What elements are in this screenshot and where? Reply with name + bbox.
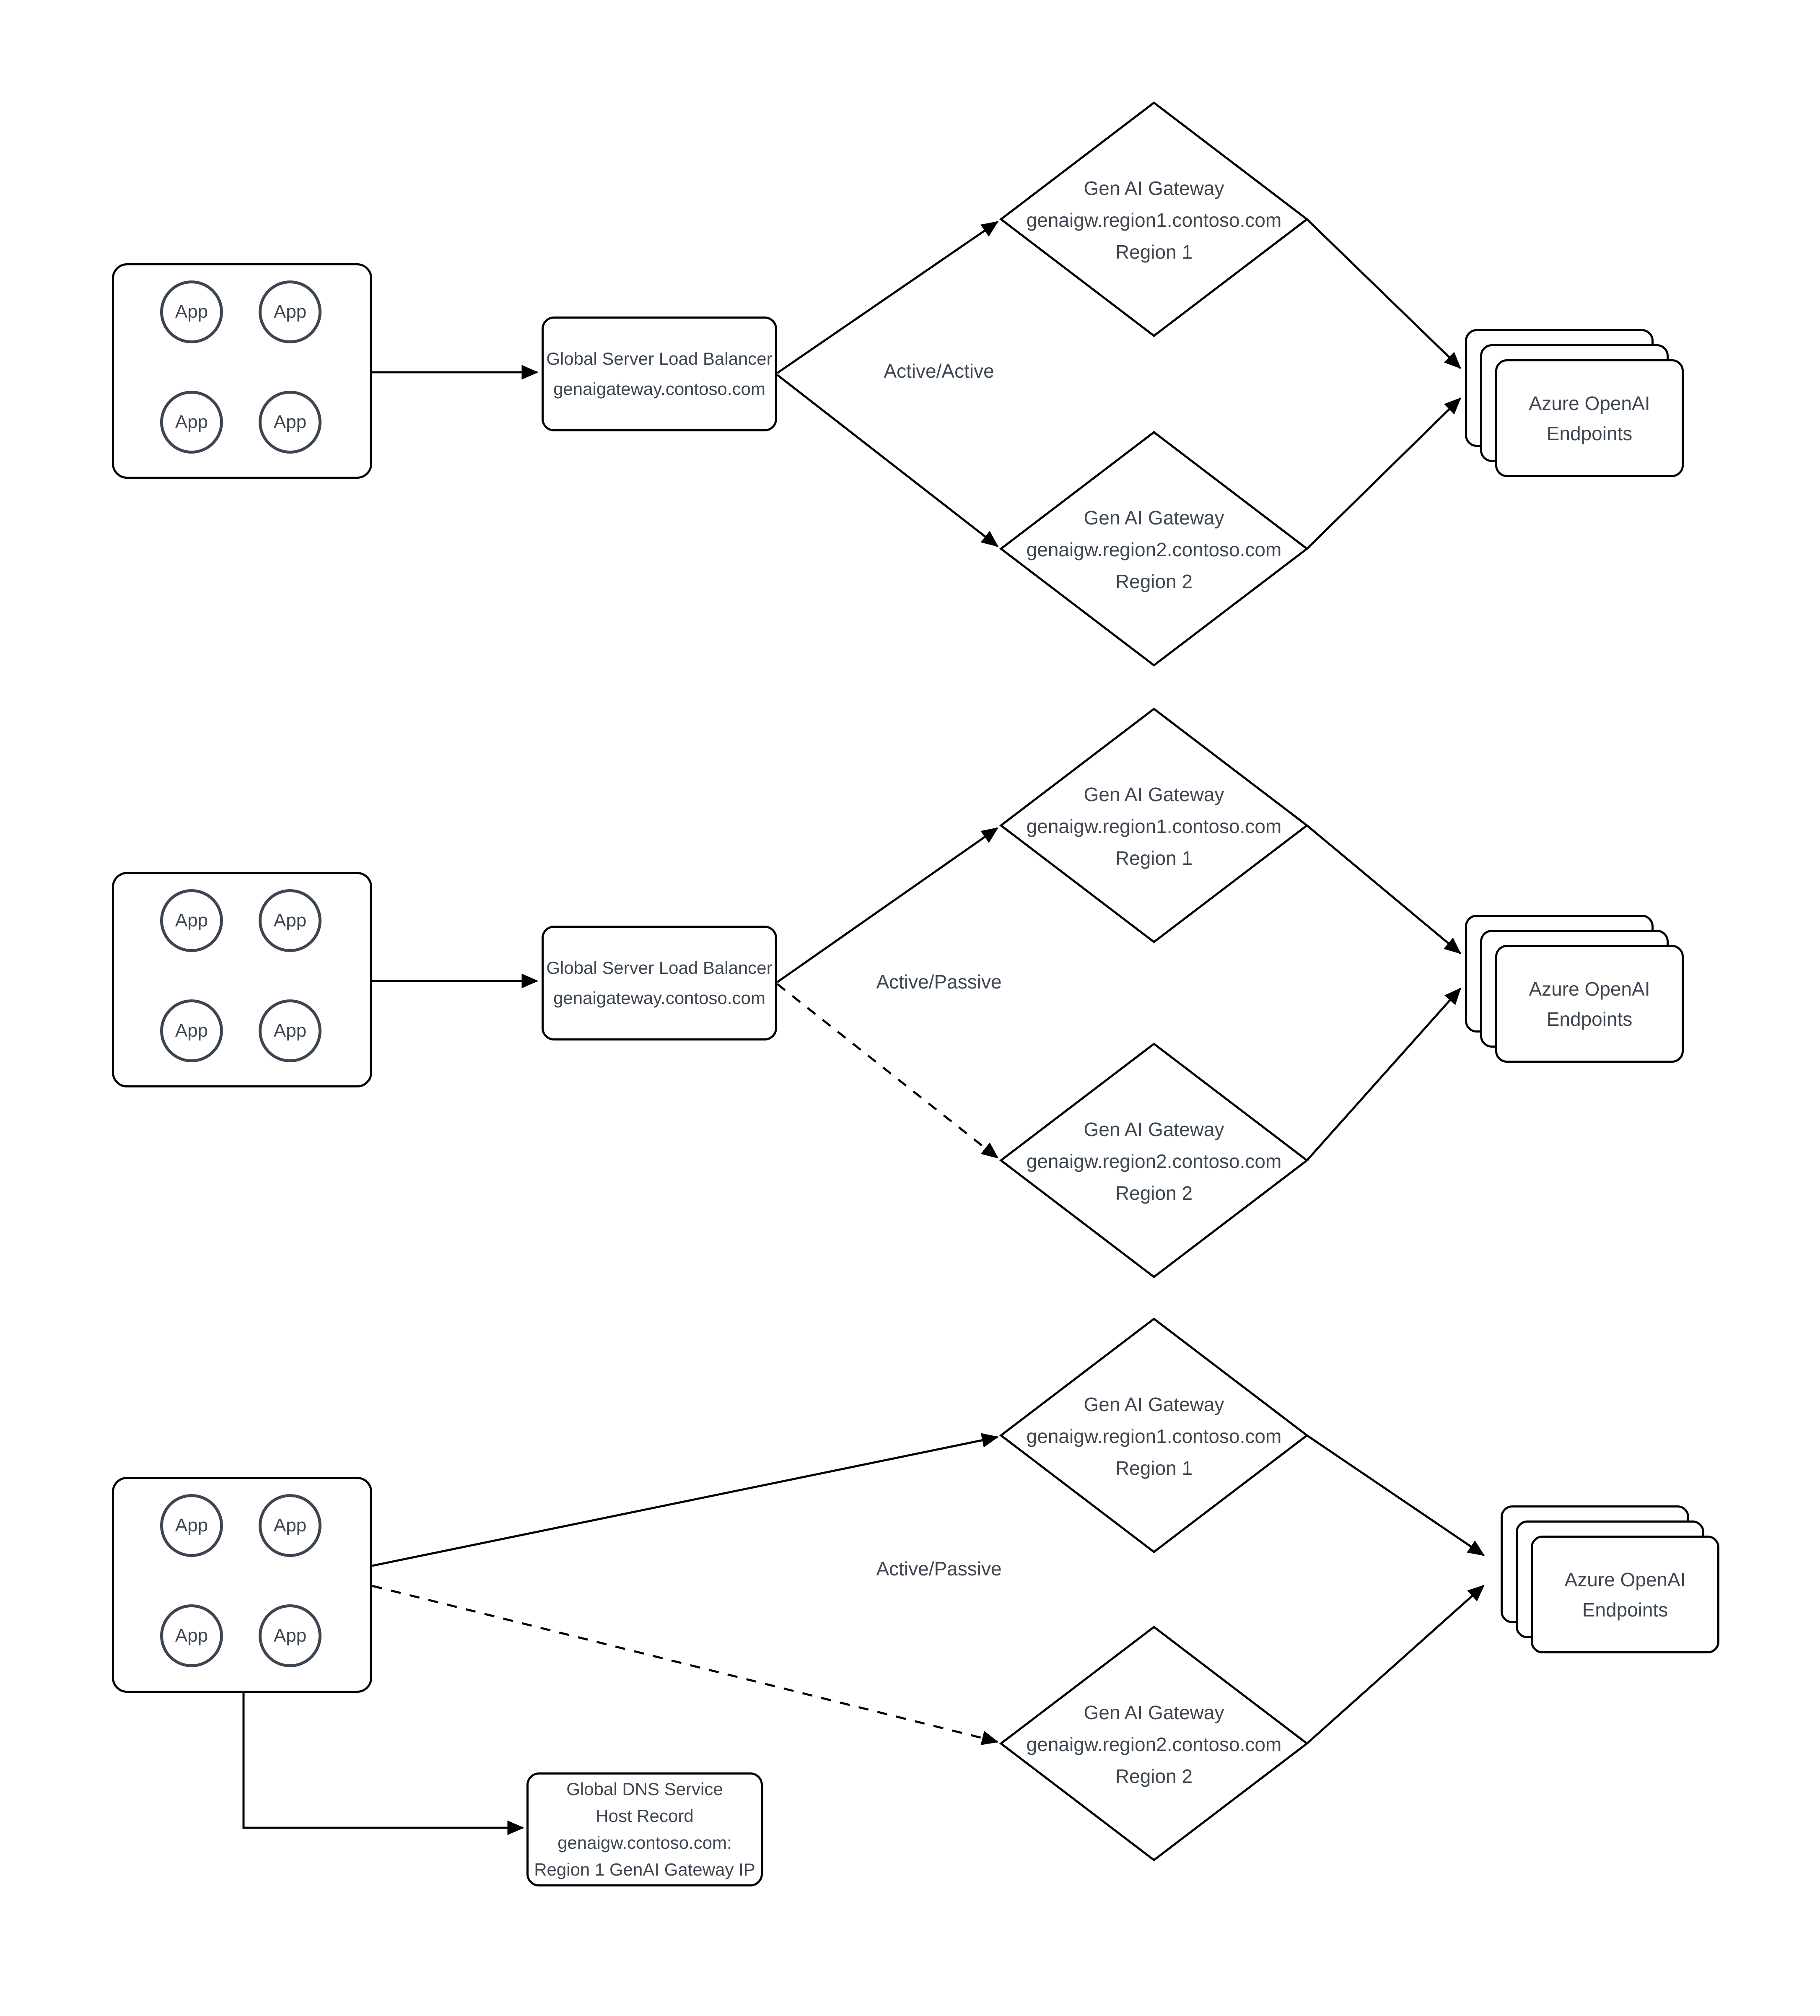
mode-label: Active/Active [884, 360, 994, 382]
dns-label-line: Global DNS Service [566, 1779, 723, 1799]
gateway-label-line: genaigw.region1.contoso.com [1026, 815, 1282, 837]
app-circle: App [259, 391, 321, 454]
region1-to-endpoints-arrow [1306, 1434, 1485, 1557]
gateway-label-line: Region 2 [1115, 1765, 1193, 1787]
region2-to-endpoints-arrow [1306, 1585, 1485, 1744]
region1-gateway-diamond [999, 707, 1309, 944]
gateway-label-line: Gen AI Gateway [1084, 1118, 1224, 1140]
app-circle: App [160, 1494, 223, 1557]
lb-label-line: Global Server Load Balancer [546, 349, 773, 368]
global-server-load-balancer-box: Global Server Load Balancer genaigateway… [542, 926, 777, 1040]
endpoints-label-line: Endpoints [1546, 422, 1633, 444]
gateway-label-line: Region 1 [1115, 847, 1193, 869]
lb-to-region1-arrow [776, 827, 999, 983]
app-label: App [273, 1515, 307, 1536]
region2-gateway-diamond [999, 431, 1309, 667]
endpoints-label-line: Endpoints [1582, 1598, 1668, 1621]
app-cluster-box: App App App App [112, 1477, 372, 1693]
endpoints-label-line: Azure OpenAI [1529, 978, 1650, 1000]
region2-gateway-label: Gen AI Gateway genaigw.region2.contoso.c… [1007, 1113, 1301, 1209]
apps-to-dns-elbow-arrow [242, 1693, 524, 1835]
app-label: App [175, 1625, 208, 1646]
app-circle: App [259, 889, 321, 952]
app-label: App [273, 1625, 307, 1646]
mode-label: Active/Passive [876, 1558, 1002, 1580]
app-circle: App [160, 999, 223, 1062]
dns-label-line: Region 1 GenAI Gateway IP [534, 1860, 755, 1879]
lb-to-region2-dashed-arrow [776, 983, 998, 1159]
apps-to-region2-dashed-arrow [372, 1585, 999, 1745]
gateway-label-line: Gen AI Gateway [1084, 507, 1224, 529]
lb-to-region2-arrow [776, 374, 998, 547]
app-cluster-box: App App App App [112, 872, 372, 1087]
region1-gateway-diamond [999, 101, 1309, 337]
gateway-label-line: Region 1 [1115, 241, 1193, 263]
region2-gateway-diamond [999, 1625, 1309, 1862]
endpoints-label-line: Azure OpenAI [1564, 1568, 1686, 1590]
app-circle: App [160, 280, 223, 343]
region1-to-endpoints-arrow [1306, 825, 1461, 954]
app-label: App [175, 910, 208, 931]
app-label: App [273, 412, 307, 432]
lb-label-line: Global Server Load Balancer [546, 958, 773, 978]
app-circle: App [160, 889, 223, 952]
app-circle: App [259, 280, 321, 343]
app-label: App [273, 910, 307, 931]
endpoints-stack: Azure OpenAI Endpoints [1465, 915, 1684, 1063]
gateway-label-line: genaigw.region1.contoso.com [1026, 209, 1282, 231]
dns-label-line: Host Record [596, 1806, 694, 1826]
gateway-label-line: Gen AI Gateway [1084, 1702, 1224, 1723]
lb-label-line: genaigateway.contoso.com [553, 379, 765, 399]
app-label: App [175, 412, 208, 432]
endpoints-card-front: Azure OpenAI Endpoints [1531, 1536, 1719, 1653]
app-label: App [273, 301, 307, 322]
region2-gateway-label: Gen AI Gateway genaigw.region2.contoso.c… [1007, 502, 1301, 597]
region2-gateway-diamond [999, 1042, 1309, 1279]
global-server-load-balancer-box: Global Server Load Balancer genaigateway… [542, 317, 777, 431]
app-label: App [175, 1515, 208, 1536]
gateway-label-line: genaigw.region1.contoso.com [1026, 1425, 1282, 1447]
region1-gateway-diamond [999, 1317, 1309, 1554]
app-circle: App [259, 999, 321, 1062]
endpoints-label-line: Azure OpenAI [1529, 392, 1650, 414]
gateway-label-line: Region 2 [1115, 571, 1193, 592]
gateway-label-line: genaigw.region2.contoso.com [1026, 1733, 1282, 1755]
endpoints-stack: Azure OpenAI Endpoints [1465, 329, 1684, 477]
region2-to-endpoints-arrow [1306, 397, 1461, 550]
region1-gateway-label: Gen AI Gateway genaigw.region1.contoso.c… [1007, 1388, 1301, 1484]
app-label: App [175, 1020, 208, 1041]
gateway-label-line: Gen AI Gateway [1084, 177, 1224, 199]
region1-to-endpoints-arrow [1306, 218, 1461, 369]
endpoints-card-front: Azure OpenAI Endpoints [1495, 945, 1684, 1063]
app-cluster-box: App App App App [112, 263, 372, 479]
app-circle: App [259, 1494, 321, 1557]
app-label: App [273, 1020, 307, 1041]
region2-gateway-label: Gen AI Gateway genaigw.region2.contoso.c… [1007, 1697, 1301, 1792]
region1-gateway-label: Gen AI Gateway genaigw.region1.contoso.c… [1007, 778, 1301, 874]
mode-label: Active/Passive [876, 971, 1002, 993]
lb-to-region1-arrow [776, 221, 999, 374]
gateway-label-line: Gen AI Gateway [1084, 784, 1224, 805]
app-circle: App [160, 391, 223, 454]
region2-to-endpoints-arrow [1306, 988, 1461, 1161]
region1-gateway-label: Gen AI Gateway genaigw.region1.contoso.c… [1007, 172, 1301, 268]
endpoints-card-front: Azure OpenAI Endpoints [1495, 359, 1684, 477]
endpoints-stack: Azure OpenAI Endpoints [1501, 1505, 1719, 1653]
gateway-label-line: Gen AI Gateway [1084, 1393, 1224, 1415]
endpoints-label-line: Endpoints [1546, 1008, 1633, 1030]
dns-label-line: genaigw.contoso.com: [557, 1833, 732, 1853]
lb-label-line: genaigateway.contoso.com [553, 988, 765, 1008]
gateway-label-line: genaigw.region2.contoso.com [1026, 1150, 1282, 1172]
gateway-label-line: Region 2 [1115, 1182, 1193, 1204]
apps-to-region1-arrow [372, 1433, 999, 1567]
global-dns-service-box: Global DNS Service Host Record genaigw.c… [526, 1772, 763, 1886]
app-label: App [175, 301, 208, 322]
gateway-label-line: genaigw.region2.contoso.com [1026, 539, 1282, 560]
app-circle: App [259, 1604, 321, 1667]
app-circle: App [160, 1604, 223, 1667]
gateway-label-line: Region 1 [1115, 1457, 1193, 1479]
